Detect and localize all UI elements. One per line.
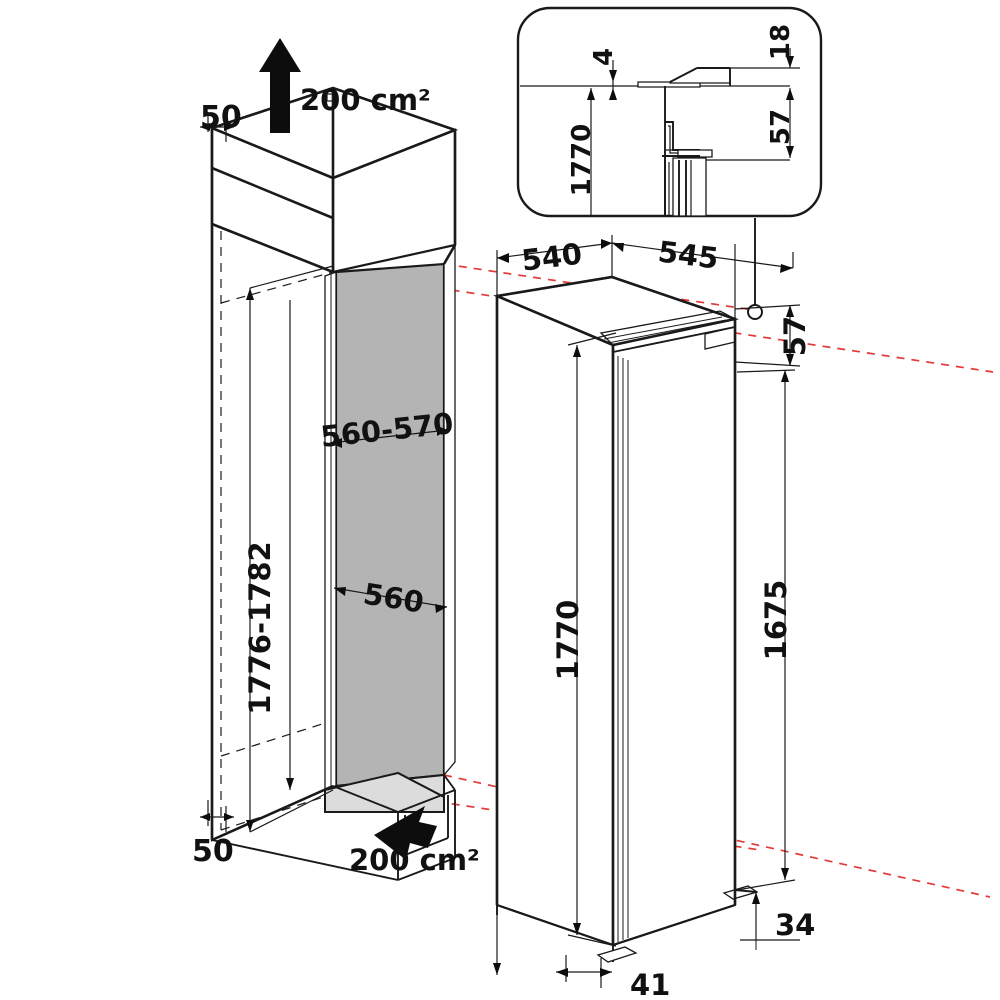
- label-fridge-top-offset: 57: [778, 316, 812, 356]
- label-niche-top-gap: 50: [200, 100, 242, 135]
- label-bottom-vent-area: 200 cm²: [349, 843, 480, 877]
- detail-inset-group: [516, 6, 823, 218]
- top-ventilation-arrow: [259, 38, 301, 133]
- label-inset-trim-height: 18: [766, 24, 796, 60]
- niche-back-panel: [334, 262, 446, 788]
- door-top-edge: [612, 326, 736, 353]
- niche-floor-front: [324, 771, 445, 813]
- arrow-down-left-icon: [374, 806, 437, 860]
- front-foot: [596, 946, 638, 963]
- label-inset-body-height: 1770: [567, 124, 597, 196]
- label-inset-hinge-drop: 57: [766, 109, 796, 145]
- fridge-base: [496, 885, 759, 963]
- top-corner-tick: [326, 93, 337, 102]
- cabinet-niche-group: [208, 86, 459, 881]
- fridge-dimension-lines: [493, 218, 801, 988]
- label-foot-offset: 41: [630, 968, 670, 1000]
- label-fridge-body-height: 1770: [551, 600, 585, 681]
- label-plinth-height: 34: [775, 908, 815, 942]
- niche-dimension-lines: [200, 112, 449, 833]
- inset-hinge-bracket: [662, 121, 713, 158]
- label-niche-height: 1776-1782: [243, 541, 277, 714]
- arrow-up-icon: [259, 38, 301, 133]
- inset-dimension-lines: [587, 48, 800, 216]
- niche-right-edge-band: [443, 242, 456, 777]
- label-fridge-depth-right: 545: [656, 235, 720, 276]
- label-top-vent-area: 200 cm²: [300, 83, 431, 117]
- niche-outline: [210, 86, 457, 842]
- label-fridge-depth-left: 540: [520, 237, 584, 278]
- inset-door-stack: [664, 157, 707, 217]
- fridge-top-trim: [599, 310, 737, 350]
- bottom-ventilation-arrow: [374, 806, 437, 860]
- fridge-door-face: [611, 317, 737, 947]
- label-fridge-door-height: 1675: [759, 580, 793, 661]
- refrigerator-group: [493, 275, 759, 963]
- label-niche-bottom-gap: 50: [192, 834, 234, 869]
- label-inset-gap-top: 4: [589, 48, 619, 66]
